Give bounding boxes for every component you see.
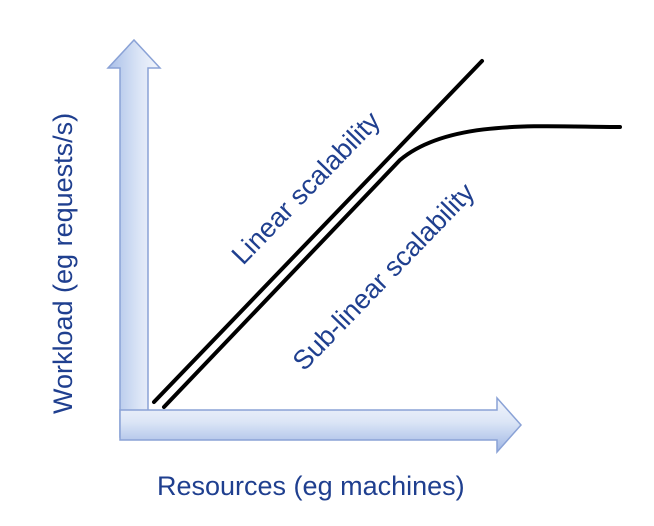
sublinear-scalability-curve [162,124,622,409]
x-axis-arrow [119,396,523,454]
linear-scalability-line [152,59,484,404]
x-axis-label: Resources (eg machines) [157,471,465,501]
y-axis-label: Workload (eg requests/s) [48,113,78,414]
y-axis-arrow [106,38,162,438]
sublinear-scalability-label: Sub-linear scalability [287,177,481,376]
